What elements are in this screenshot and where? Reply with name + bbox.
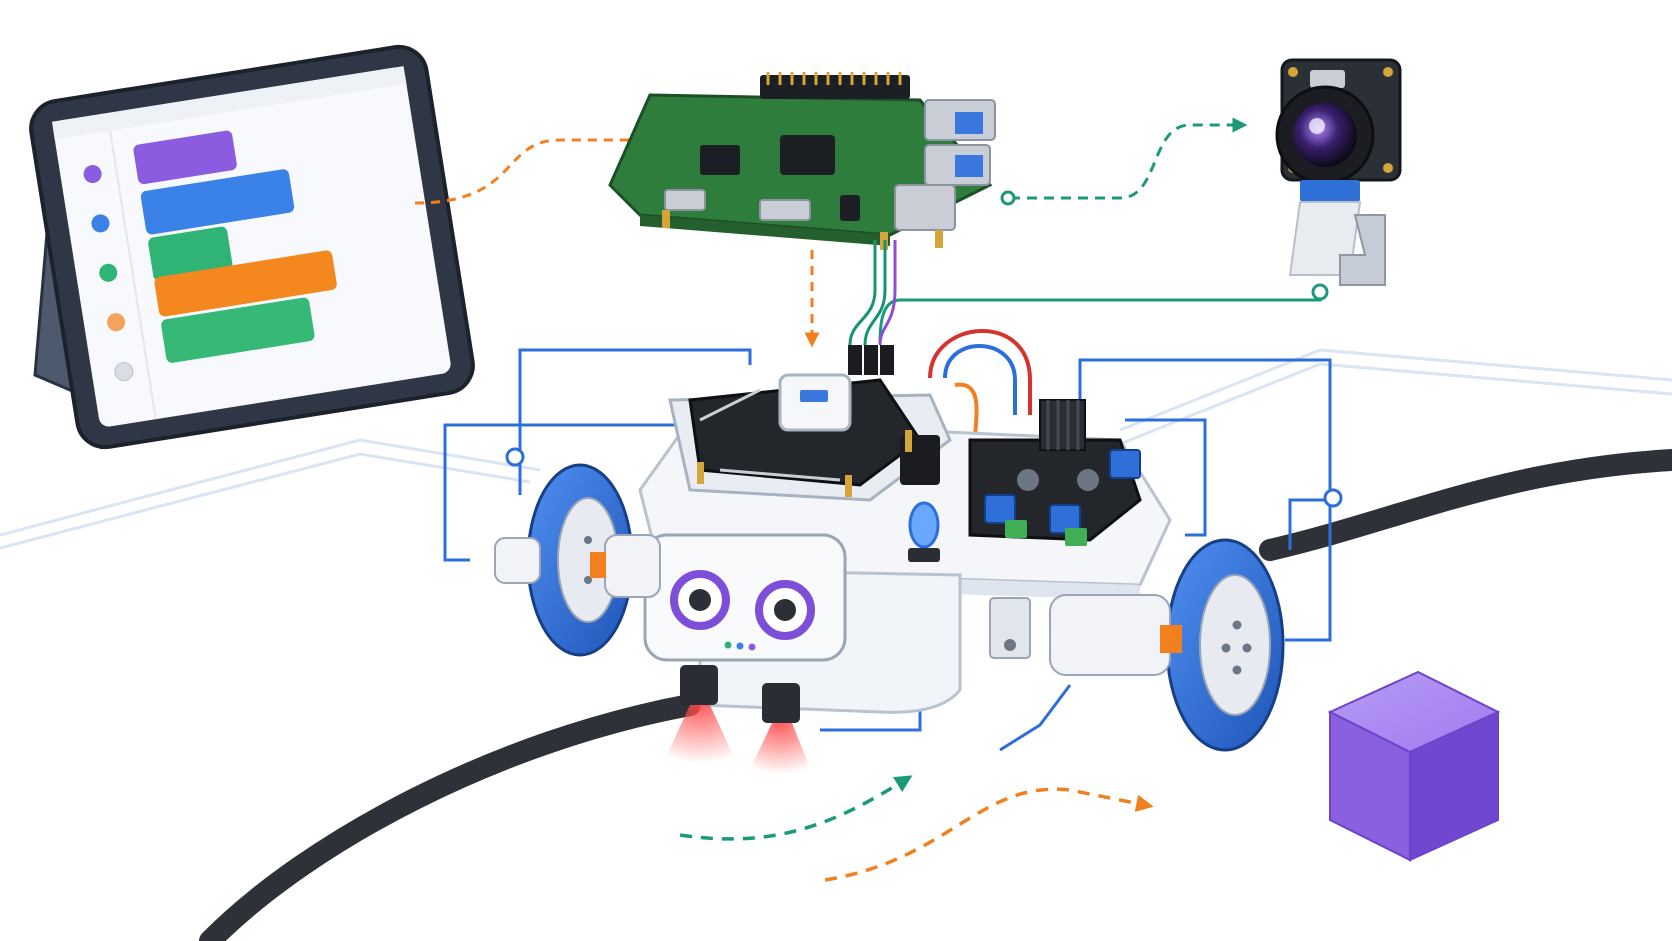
code-block-blue	[140, 169, 295, 235]
palette-dot-orange	[107, 313, 126, 332]
led-icon	[908, 501, 940, 562]
flow-arrow-orange-motion	[824, 787, 1154, 882]
floor-guides	[0, 348, 1672, 550]
power-wires	[928, 329, 1032, 441]
camera-bus-node	[1311, 283, 1329, 301]
code-block-palette	[83, 165, 134, 382]
code-block-purple	[133, 130, 237, 185]
ir-line-sensor-icon	[660, 665, 815, 780]
line-track-icon	[199, 449, 1672, 941]
sbc-to-controller-wires	[848, 240, 897, 346]
single-board-computer-icon	[608, 72, 996, 250]
palette-dot-blue	[91, 214, 110, 233]
motor-icon	[494, 534, 661, 598]
flow-arrow-green-motion	[679, 775, 913, 841]
flow-arrow-tablet-to-board	[414, 132, 648, 205]
code-block-orange	[154, 250, 337, 317]
code-block-green	[148, 226, 233, 281]
palette-dot-green	[99, 263, 118, 282]
motor-driver-icon	[968, 399, 1142, 546]
blue-wiring	[443, 348, 1332, 752]
tablet-icon	[29, 44, 475, 450]
code-block-green-2	[161, 297, 315, 363]
camera-link-node	[1000, 190, 1016, 206]
camera-to-controller-wire	[878, 290, 1322, 346]
right-wheel-icon	[1165, 538, 1285, 752]
camera-cable-link	[1010, 117, 1248, 200]
palette-dot-purple	[83, 165, 102, 184]
controller-board-icon	[668, 345, 952, 502]
camera-module-icon	[1275, 58, 1402, 286]
palette-dot-gray	[114, 362, 134, 382]
right-motor-icon	[989, 594, 1182, 676]
ultrasonic-sensor-icon	[643, 533, 847, 662]
wiring-nodes	[505, 447, 1343, 508]
purple-cube-icon	[1327, 670, 1501, 862]
code-blocks	[133, 130, 337, 363]
